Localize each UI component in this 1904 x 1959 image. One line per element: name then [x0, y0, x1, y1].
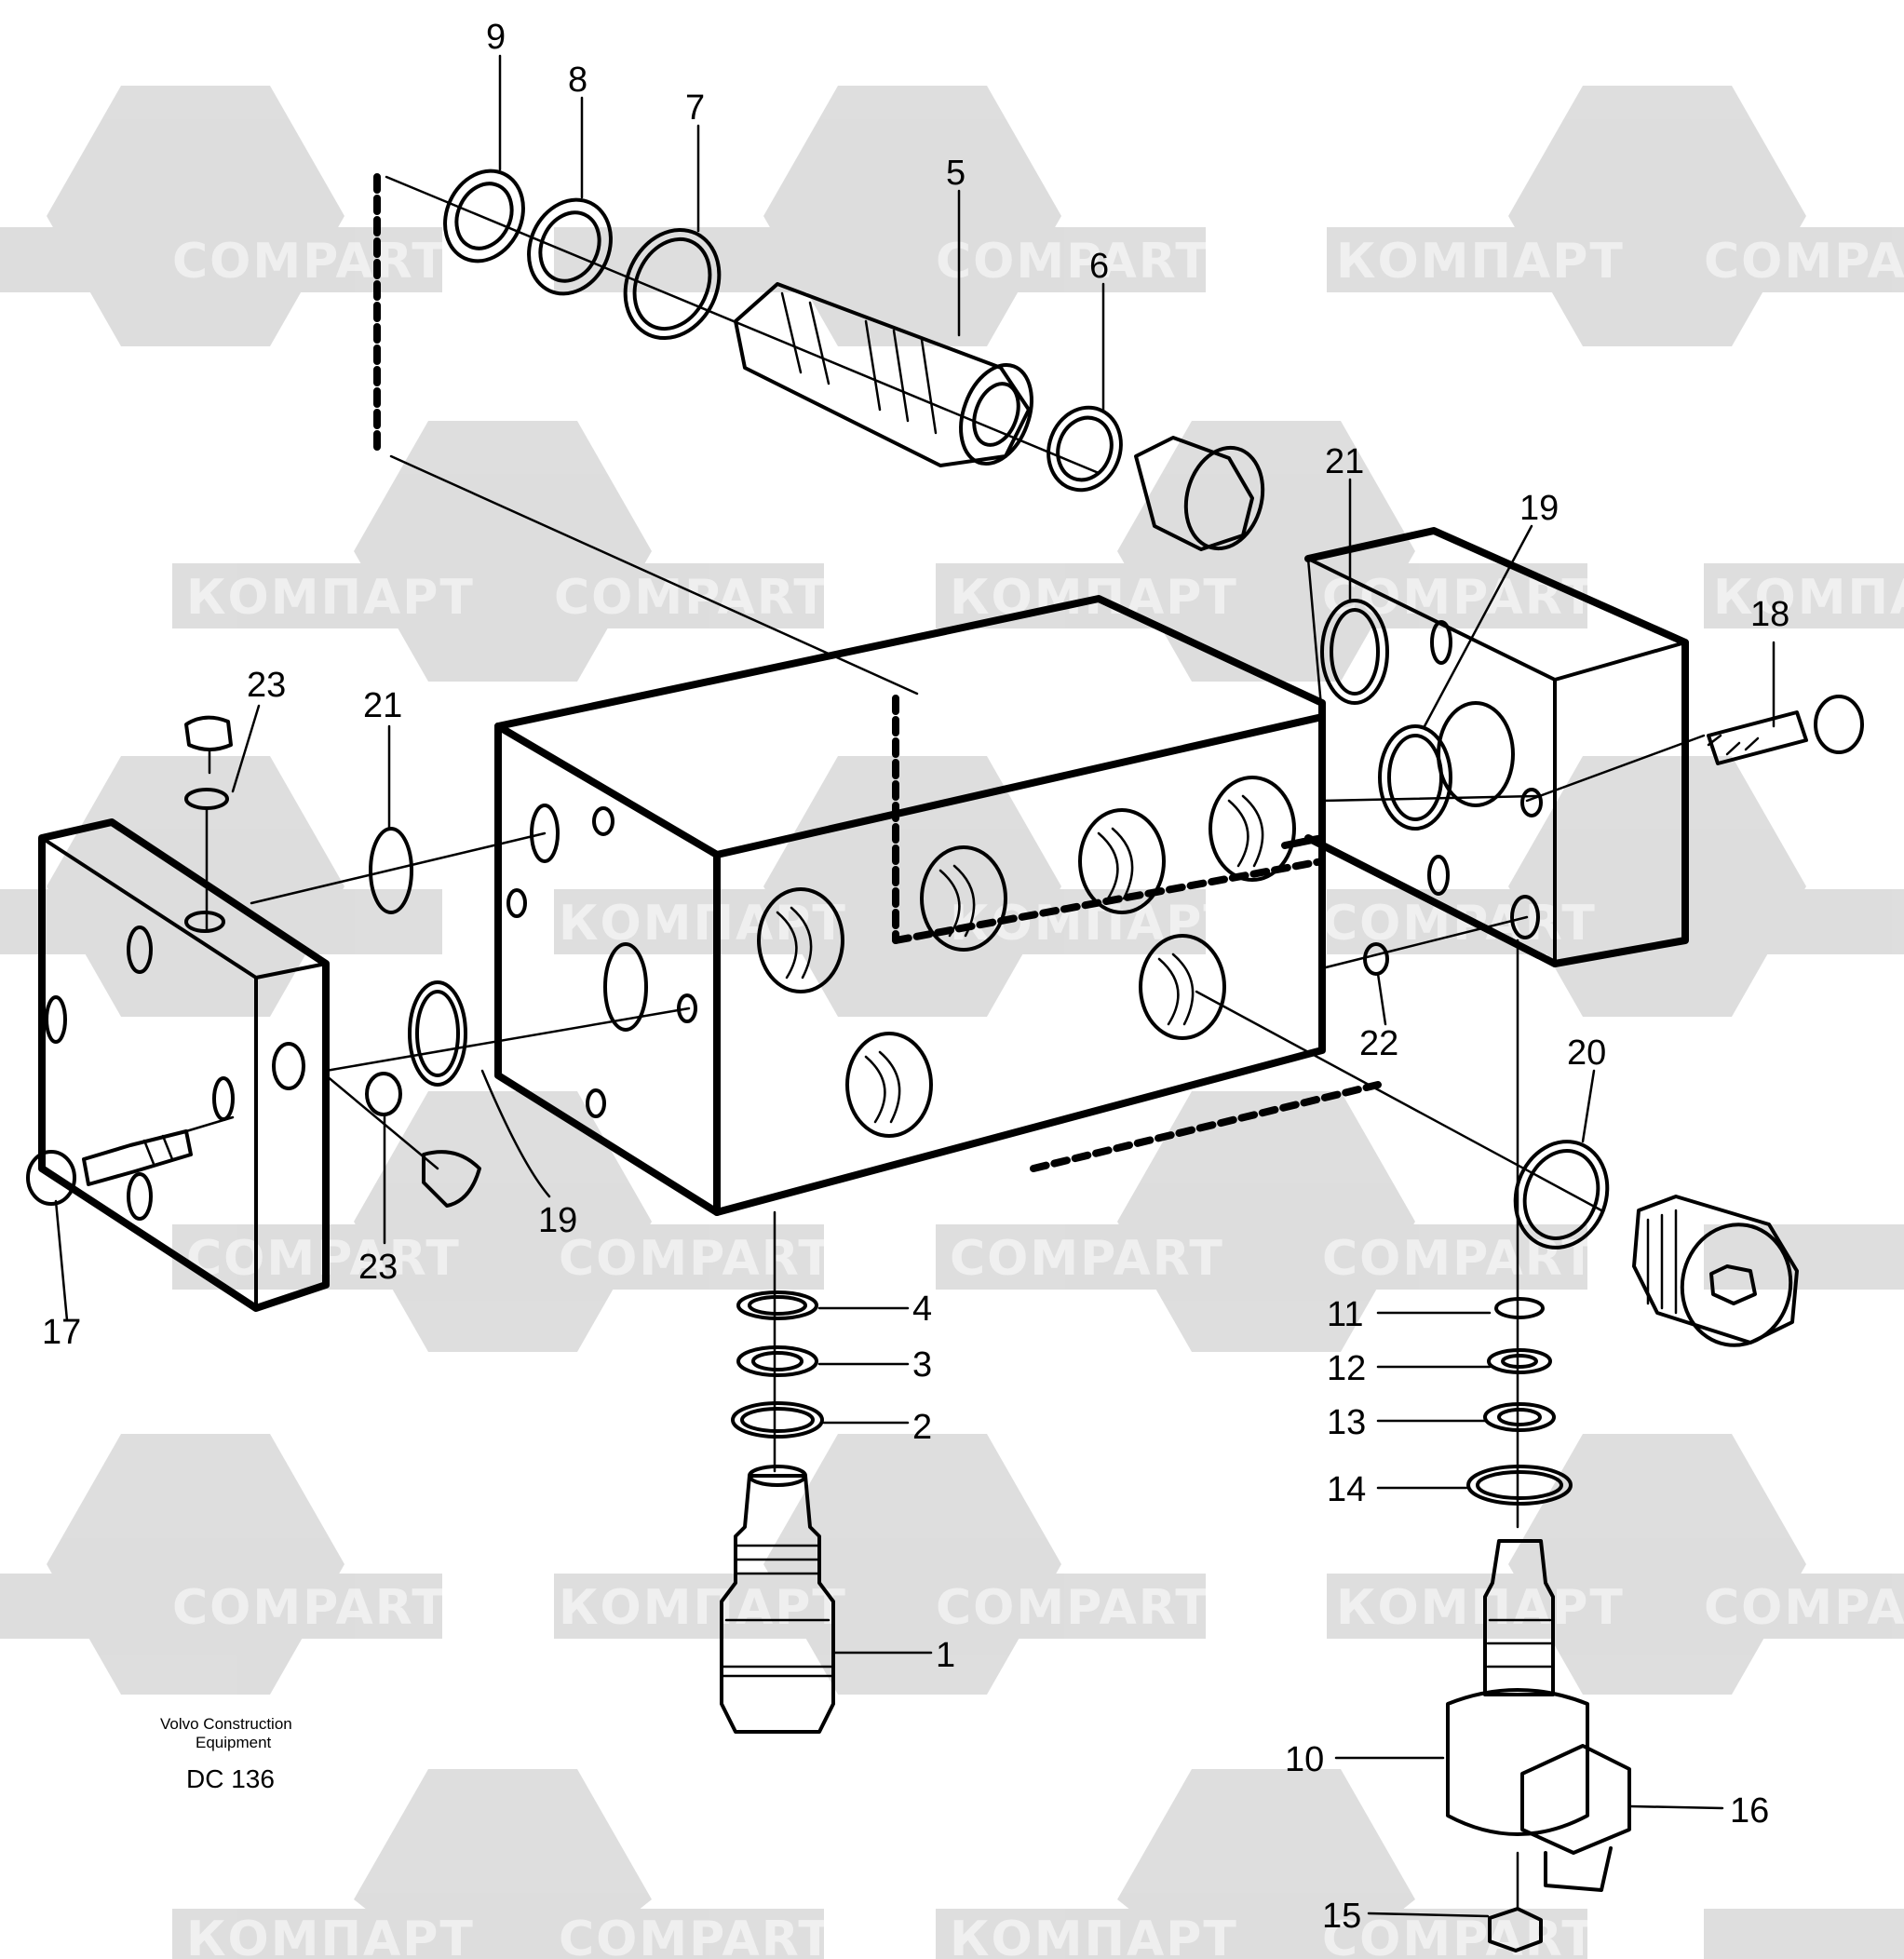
- callout-21-right: 21: [1325, 442, 1364, 481]
- callout-9: 9: [486, 18, 506, 57]
- callout-16: 16: [1730, 1791, 1769, 1831]
- watermark-text: КОМПАРТ: [950, 1912, 1238, 1959]
- watermark-text: КОМПАРТ: [1336, 1580, 1625, 1636]
- valve-block-main: [373, 173, 1382, 1216]
- callout-19-left: 19: [538, 1201, 577, 1240]
- watermark-text: COMPART: [936, 1580, 1210, 1636]
- callout-2: 2: [912, 1408, 932, 1447]
- callout-13: 13: [1327, 1403, 1366, 1442]
- watermark-text: COMPART: [1322, 1912, 1597, 1959]
- watermark-text-layer: COMPART COMPART КОМПАРТ COMPART КОМПАРТ …: [172, 234, 1904, 1959]
- callout-8: 8: [568, 61, 587, 100]
- end-cover-right: [1304, 527, 1689, 967]
- callout-18: 18: [1750, 595, 1789, 634]
- watermark-text: КОМПАРТ: [186, 570, 475, 626]
- watermark-text: COMPART: [1322, 570, 1597, 626]
- end-cover-left: [38, 818, 330, 1312]
- watermark-text: КОМПАРТ: [559, 1580, 847, 1636]
- watermark-text: COMPART: [172, 234, 447, 290]
- watermark-text: COMPART: [554, 570, 829, 626]
- callout-6: 6: [1089, 247, 1109, 286]
- callout-3: 3: [912, 1345, 932, 1385]
- callout-1: 1: [936, 1636, 955, 1675]
- cartridge-valve-1: [720, 1210, 835, 1734]
- watermark-text: КОМПАРТ: [1336, 234, 1625, 290]
- watermark-text: COMPART: [936, 234, 1210, 290]
- callout-11: 11: [1327, 1295, 1363, 1334]
- watermark-text: COMPART: [950, 1231, 1224, 1287]
- caption-maker-line1: Volvo Construction: [160, 1715, 292, 1733]
- watermark-text: COMPART: [1322, 896, 1597, 952]
- caption-maker-line2: Equipment: [196, 1734, 272, 1751]
- drawing-code: DC 136: [186, 1764, 275, 1793]
- callout-19-right: 19: [1519, 489, 1559, 528]
- callout-12: 12: [1327, 1349, 1366, 1388]
- callout-leaders: [54, 54, 1776, 1918]
- callout-14: 14: [1327, 1470, 1366, 1509]
- watermark-text: COMPART: [1322, 1231, 1597, 1287]
- watermark-text: COMPART: [172, 1580, 447, 1636]
- callout-21-left: 21: [363, 686, 402, 725]
- callout-labels: 9 8 7 5 6 21 19 18 23 21 22 20 19 23 17 …: [42, 18, 1789, 1936]
- watermark-text: КОМПАРТ: [186, 1912, 475, 1959]
- fasteners: [26, 557, 1864, 1208]
- watermark-text: COMPART: [1704, 1580, 1904, 1636]
- callout-23-bottom: 23: [358, 1248, 398, 1287]
- callout-15: 15: [1322, 1897, 1361, 1936]
- callout-4: 4: [912, 1290, 932, 1329]
- callout-5: 5: [946, 154, 966, 193]
- watermark-text: COMPART: [559, 1912, 833, 1959]
- cartridge-valve-5: [385, 169, 1265, 696]
- drawing-caption: Volvo Construction Equipment DC 136: [160, 1715, 292, 1793]
- watermark-layer: [0, 86, 1904, 1959]
- callout-7: 7: [685, 88, 705, 128]
- watermark-text: COMPART: [1704, 234, 1904, 290]
- callout-20: 20: [1567, 1034, 1606, 1073]
- watermark-text: COMPART: [559, 1231, 833, 1287]
- callout-10: 10: [1285, 1740, 1324, 1779]
- callout-22: 22: [1359, 1024, 1398, 1063]
- callout-23-top: 23: [247, 666, 286, 705]
- cartridge-valve-10: [1446, 939, 1631, 1952]
- watermark-text: КОМПАРТ: [1713, 570, 1904, 626]
- plug-20: [1195, 990, 1799, 1347]
- watermark-text: КОМПАРТ: [559, 896, 847, 952]
- callout-17: 17: [42, 1313, 81, 1352]
